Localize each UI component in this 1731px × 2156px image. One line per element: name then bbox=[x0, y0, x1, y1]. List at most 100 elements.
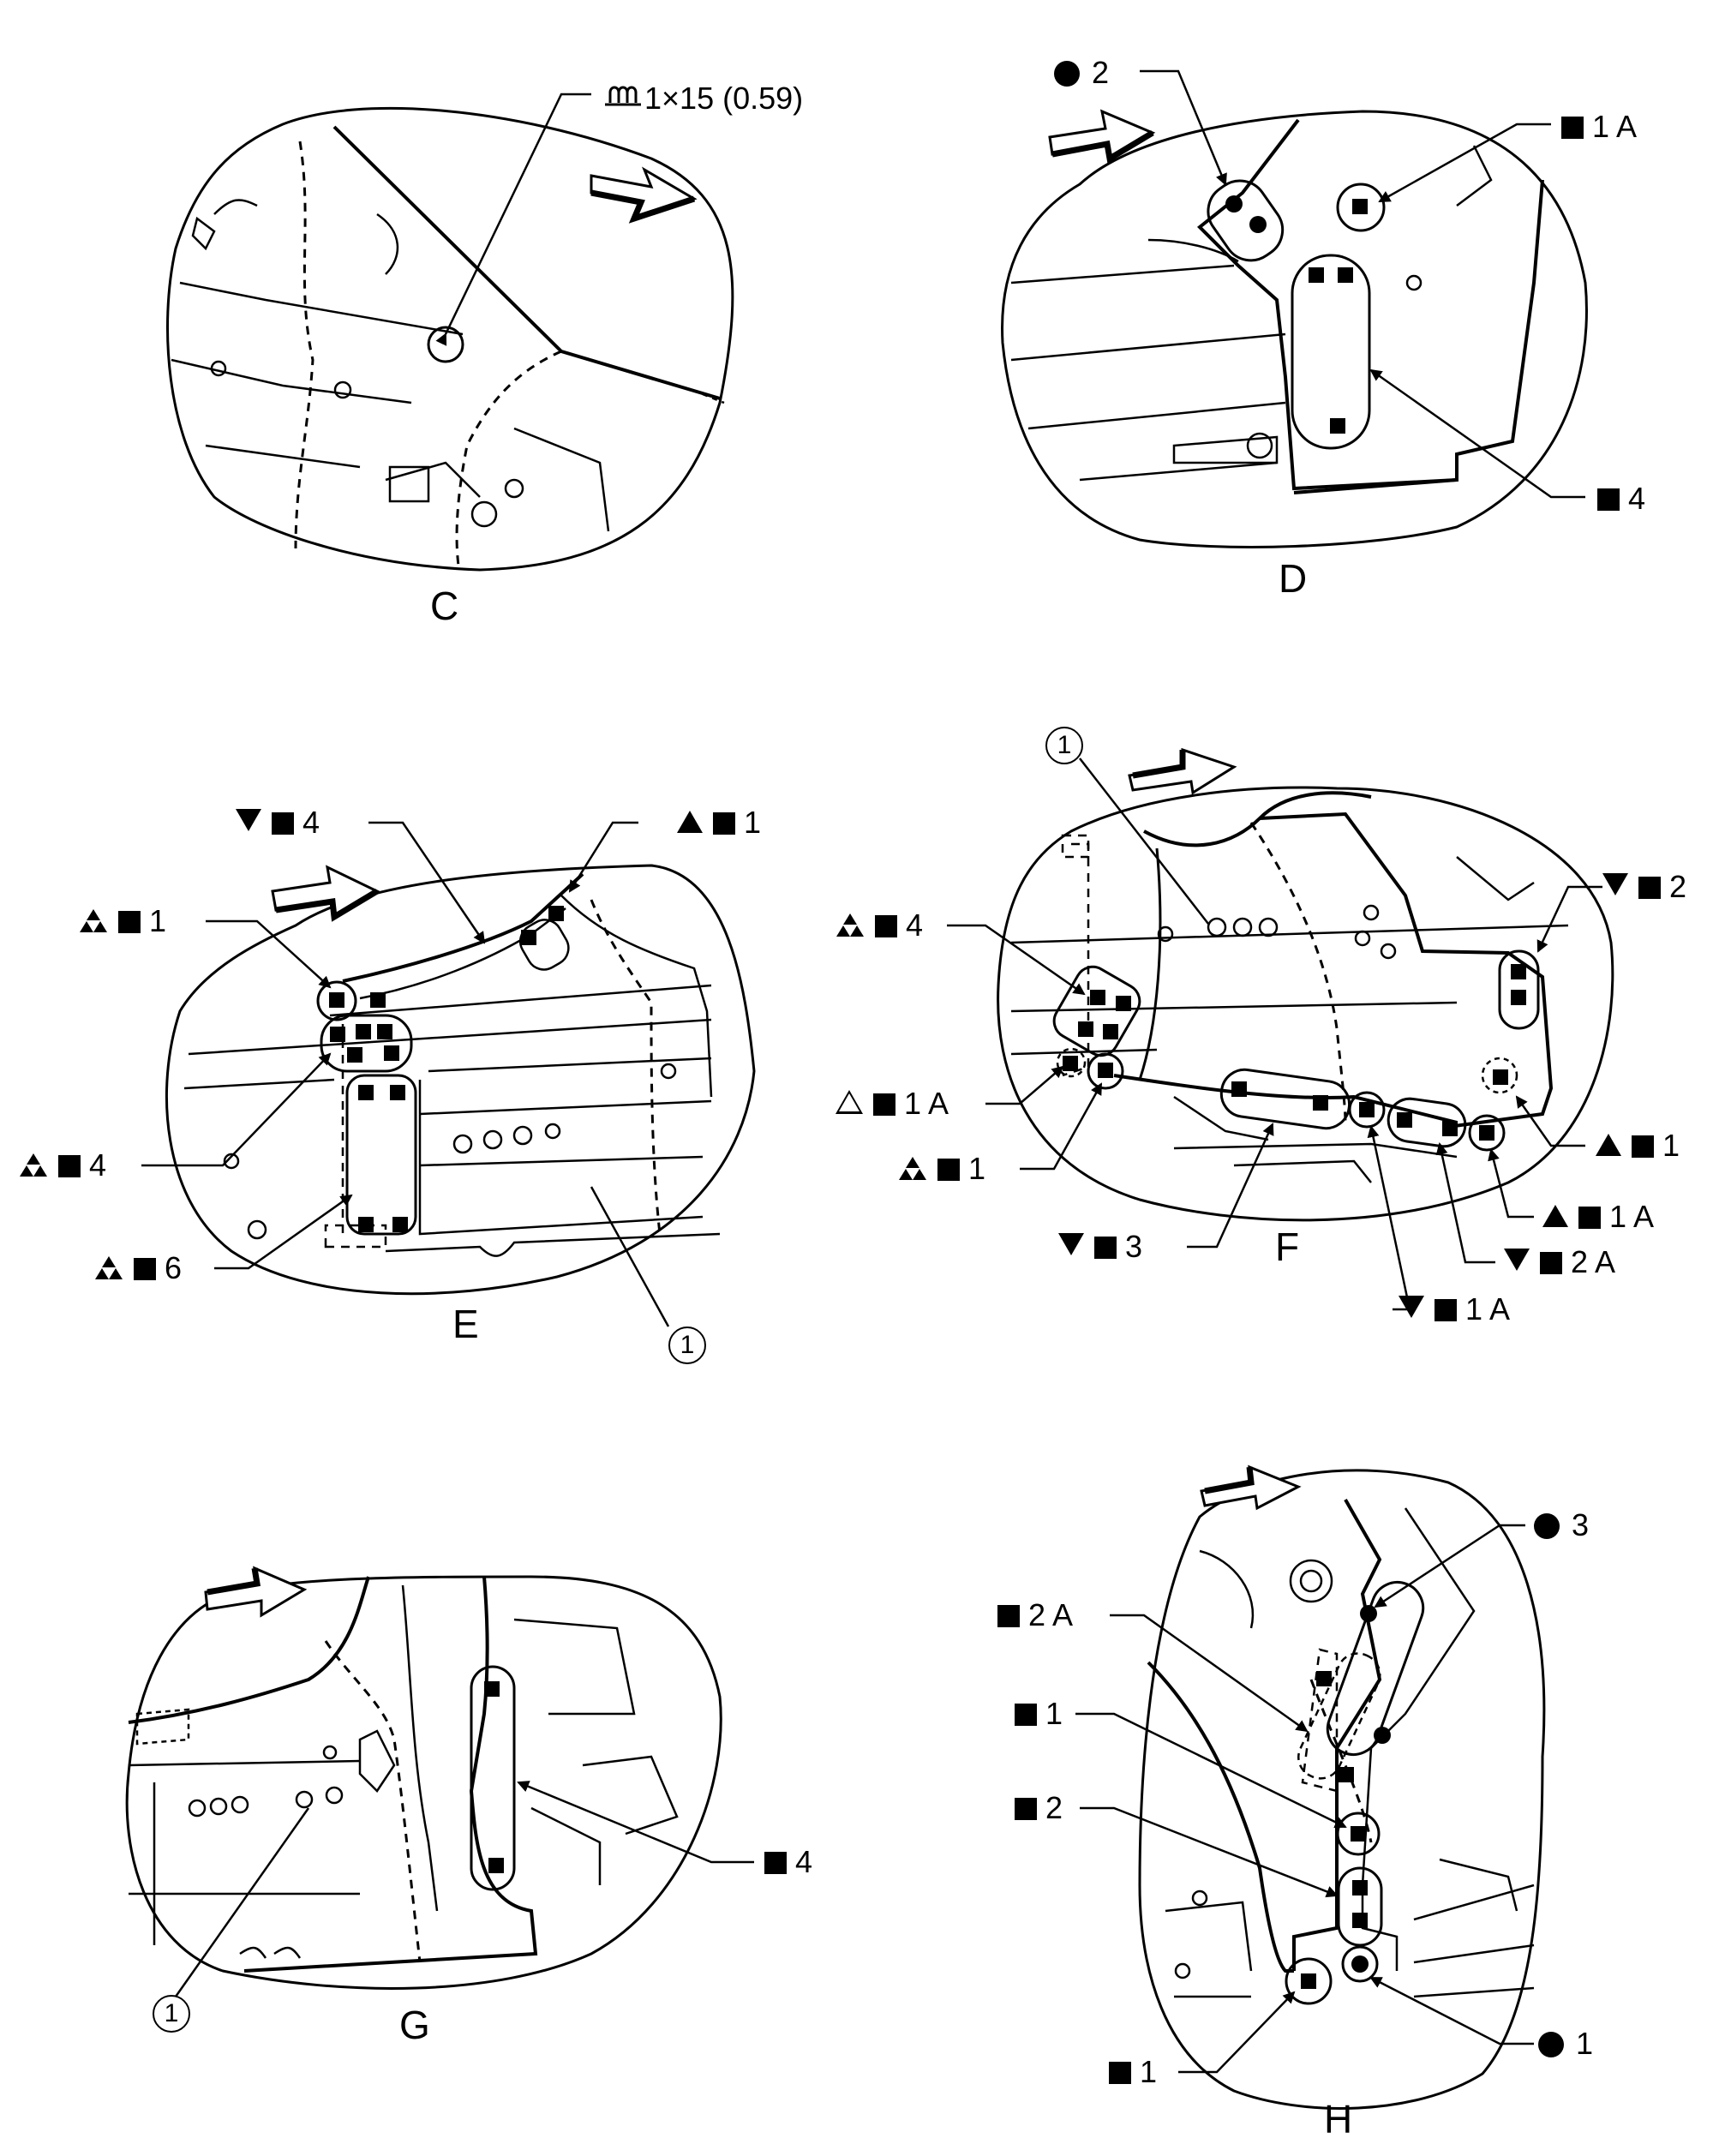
fastener-marks bbox=[329, 195, 1526, 1989]
label-value: 2 bbox=[1092, 55, 1110, 90]
label-value: 1 bbox=[1576, 2026, 1594, 2061]
triple-triangle-icon bbox=[94, 1255, 123, 1280]
label-value: 1 bbox=[149, 903, 167, 938]
panel-g-letter: G bbox=[399, 2003, 430, 2047]
square-icon bbox=[1094, 1237, 1117, 1259]
panel-d-label-sq-4: 4 bbox=[1596, 482, 1645, 516]
panel-f-letter: F bbox=[1275, 1225, 1300, 1269]
label-value: 3 bbox=[1572, 1507, 1590, 1542]
panel-h-label-dot-3: 3 bbox=[1534, 1508, 1589, 1542]
panel-f-ref-circle: 1 bbox=[1045, 727, 1083, 764]
panel-c-letter: C bbox=[430, 584, 459, 628]
panel-f-label-up-sq-1: 1 bbox=[1596, 1129, 1680, 1163]
label-value: 1 A bbox=[1465, 1291, 1511, 1327]
panel-h-label-sq-2a: 2 A bbox=[996, 1598, 1073, 1632]
triangle-down-icon bbox=[236, 809, 261, 831]
triangle-up-icon bbox=[1542, 1205, 1568, 1227]
label-value: 1 A bbox=[1592, 109, 1638, 144]
label-value: 2 A bbox=[1028, 1597, 1074, 1632]
panel-e-label-tri3-sq-4: 4 bbox=[19, 1148, 106, 1183]
square-icon bbox=[1015, 1798, 1037, 1820]
panel-d-label-sq-1a: 1 A bbox=[1560, 110, 1637, 144]
triangle-up-icon bbox=[677, 811, 703, 833]
triple-triangle-icon bbox=[19, 1152, 48, 1177]
triangle-down-icon bbox=[1399, 1296, 1424, 1318]
label-value: 1 bbox=[1662, 1128, 1680, 1163]
panel-g-artwork bbox=[125, 1566, 754, 1997]
label-value: 3 bbox=[1125, 1229, 1143, 1264]
square-icon bbox=[1561, 117, 1584, 139]
panel-h-letter: H bbox=[1324, 2097, 1353, 2141]
panel-d-label-dot-2: 2 bbox=[1054, 56, 1109, 90]
square-icon bbox=[1540, 1252, 1562, 1274]
square-icon bbox=[1578, 1207, 1601, 1229]
square-icon bbox=[118, 911, 141, 933]
square-icon bbox=[1638, 877, 1661, 899]
panel-f-label-tri3-sq-1: 1 bbox=[898, 1152, 985, 1186]
panel-f-label-open-sq-1a: 1 A bbox=[836, 1087, 949, 1121]
panel-e-letter: E bbox=[452, 1302, 479, 1346]
label-value: 6 bbox=[165, 1250, 183, 1285]
square-icon bbox=[875, 915, 897, 937]
label-value: 4 bbox=[795, 1844, 813, 1879]
panel-e-label-tri3-sq-1: 1 bbox=[79, 904, 166, 938]
square-icon bbox=[764, 1852, 787, 1874]
label-value: 1 bbox=[968, 1151, 986, 1186]
panel-f-label-down-sq-2: 2 bbox=[1602, 870, 1686, 904]
triple-triangle-icon bbox=[898, 1155, 927, 1181]
square-icon bbox=[997, 1605, 1020, 1627]
panel-f-label-down-sq-2a: 2 A bbox=[1504, 1245, 1615, 1279]
dot-icon bbox=[1534, 1513, 1560, 1539]
panel-h-label-sq-2: 2 bbox=[1013, 1791, 1063, 1825]
square-icon bbox=[58, 1155, 81, 1177]
dot-icon bbox=[1054, 61, 1080, 87]
label-value: 4 bbox=[1628, 481, 1646, 516]
panel-h-label-sq-1-bottom: 1 bbox=[1107, 2055, 1157, 2089]
panel-h-label-dot-1: 1 bbox=[1538, 2027, 1593, 2061]
triple-triangle-icon bbox=[836, 912, 865, 937]
panel-e-ref-circle: 1 bbox=[668, 1327, 706, 1364]
panel-e-label-tri3-sq-6: 6 bbox=[94, 1251, 182, 1285]
panel-h-artwork bbox=[1075, 1464, 1546, 2110]
panel-f-artwork bbox=[947, 747, 1614, 1311]
panel-d-artwork bbox=[1001, 69, 1588, 548]
label-value: 2 bbox=[1045, 1790, 1063, 1825]
square-icon bbox=[1015, 1704, 1037, 1726]
square-icon bbox=[1597, 488, 1620, 511]
label-value: 4 bbox=[906, 907, 924, 943]
panel-e-artwork bbox=[141, 821, 756, 1327]
panel-g-label-sq-4: 4 bbox=[763, 1845, 812, 1879]
panel-e-label-down-sq-4: 4 bbox=[236, 806, 320, 840]
triangle-down-icon bbox=[1058, 1233, 1084, 1255]
square-icon bbox=[873, 1093, 895, 1116]
label-value: 1 bbox=[1140, 2054, 1158, 2089]
panel-c-callout: 1×15 (0.59) bbox=[644, 81, 803, 116]
dot-icon bbox=[1538, 2032, 1564, 2057]
open-triangle-icon bbox=[836, 1090, 863, 1114]
label-value: 1 A bbox=[904, 1086, 949, 1121]
square-icon bbox=[272, 812, 294, 835]
square-icon bbox=[937, 1159, 960, 1181]
panel-c-callout-text: 1×15 (0.59) bbox=[644, 81, 804, 116]
square-icon bbox=[1109, 2062, 1131, 2084]
square-icon bbox=[713, 812, 735, 835]
triangle-down-icon bbox=[1602, 873, 1628, 895]
label-value: 4 bbox=[89, 1147, 107, 1183]
panel-e-label-up-sq-1: 1 bbox=[677, 806, 761, 840]
label-value: 1 bbox=[744, 805, 762, 840]
panel-f-label-tri3-sq-4: 4 bbox=[836, 908, 923, 943]
panel-d-letter: D bbox=[1279, 556, 1308, 601]
triangle-down-icon bbox=[1504, 1249, 1530, 1271]
panel-h-label-sq-1-top: 1 bbox=[1013, 1697, 1063, 1731]
label-value: 2 bbox=[1669, 869, 1687, 904]
triangle-up-icon bbox=[1596, 1134, 1621, 1156]
square-icon bbox=[1632, 1135, 1654, 1158]
square-icon bbox=[134, 1258, 156, 1280]
label-value: 2 A bbox=[1571, 1244, 1616, 1279]
panel-c-artwork bbox=[166, 86, 734, 572]
label-value: 4 bbox=[302, 805, 320, 840]
square-icon bbox=[1435, 1299, 1457, 1321]
label-value: 1 bbox=[1045, 1696, 1063, 1731]
panel-g-ref-circle: 1 bbox=[153, 1995, 190, 2033]
